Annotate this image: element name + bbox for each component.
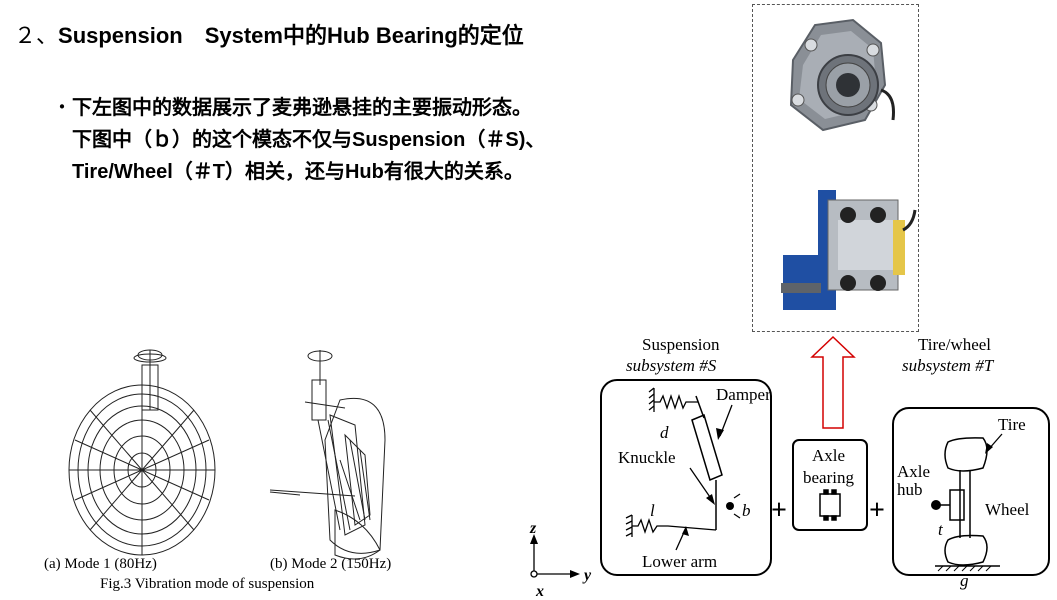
label-g: g <box>960 571 969 590</box>
tire-wheel-subsystem-box <box>892 407 1050 576</box>
damper-body <box>691 413 723 482</box>
label-axle-hub-line1: Axle <box>897 462 930 481</box>
figure-caption: Fig.3 Vibration mode of suspension <box>100 576 315 592</box>
tire-top-shape <box>944 437 988 472</box>
mode1-caption: (a) Mode 1 (80Hz) <box>44 556 157 572</box>
suspension-title-line1: Suspension <box>642 335 720 354</box>
spring-l-icon <box>625 514 717 537</box>
tire-bottom-shape <box>944 534 988 566</box>
label-lower-arm: Lower arm <box>642 552 717 571</box>
mode2-caption: (b) Mode 2 (150Hz) <box>270 556 391 572</box>
tire-title-line1: Tire/wheel <box>918 335 991 354</box>
upward-arrow-icon <box>810 335 856 429</box>
label-l: l <box>650 501 655 520</box>
coordinate-axes-icon <box>530 540 574 578</box>
label-wheel: Wheel <box>985 500 1030 519</box>
suspension-subsystem-box <box>600 379 772 576</box>
slide-title: ２、Suspension System中的Hub Bearing的定位 <box>14 18 524 50</box>
vibration-mode-figure: (a) Mode 1 (80Hz) (b) Mode 2 (150Hz) Fig… <box>44 349 391 592</box>
bullet-dot: ・ <box>52 97 72 119</box>
joint-b-icon <box>726 502 734 510</box>
bullet-line-2: 下图中（ｂ）的这个模态不仅与Suspension（＃S)、 <box>72 129 546 151</box>
label-knuckle: Knuckle <box>618 448 676 467</box>
axis-label-z: z <box>529 520 537 537</box>
hub-bearing-cutaway-photo <box>781 190 917 310</box>
hub-bearing-photo-box <box>752 4 919 332</box>
title-text: Suspension System中的Hub Bearing的定位 <box>58 23 524 48</box>
bullet-line-3: Tire/Wheel（＃T）相关，还与Hub有很大的关系。 <box>72 161 524 183</box>
bullet-paragraph: ・ 下左图中的数据展示了麦弗逊悬挂的主要振动形态。 下图中（ｂ）的这个模态不仅与… <box>52 92 692 188</box>
plus-sign-right: + <box>869 495 885 526</box>
label-t: t <box>938 520 944 539</box>
label-axle-bearing-line1: Axle <box>812 446 845 465</box>
label-tire: Tire <box>998 415 1026 434</box>
label-damper: Damper <box>716 385 771 404</box>
label-d: d <box>660 423 669 442</box>
bearing-symbol-icon <box>819 489 841 521</box>
title-number: ２、 <box>14 23 59 48</box>
spring-d-icon <box>648 387 698 412</box>
label-b: b <box>742 501 751 520</box>
axle-bearing-box <box>792 439 868 531</box>
tire-title-line2: subsystem #T <box>902 356 995 375</box>
label-axle-hub-line2: hub <box>897 480 923 499</box>
suspension-title-line2: subsystem #S <box>626 356 717 375</box>
label-axle-bearing-line2: bearing <box>803 468 854 487</box>
mode1-wireframe <box>68 349 216 556</box>
mode2-wireframe <box>269 350 386 560</box>
plus-sign-left: + <box>771 495 787 526</box>
bullet-line-1: 下左图中的数据展示了麦弗逊悬挂的主要振动形态。 <box>72 97 532 119</box>
suspension-subsystem-diagram: Suspension subsystem #S Tire/wheel subsy… <box>529 335 1050 600</box>
axis-label-x: x <box>535 583 544 600</box>
axle-hub-joint-icon <box>931 500 941 510</box>
hub-bearing-photos <box>781 18 917 310</box>
axis-label-y: y <box>582 567 592 584</box>
hub-bearing-photo <box>789 18 895 132</box>
